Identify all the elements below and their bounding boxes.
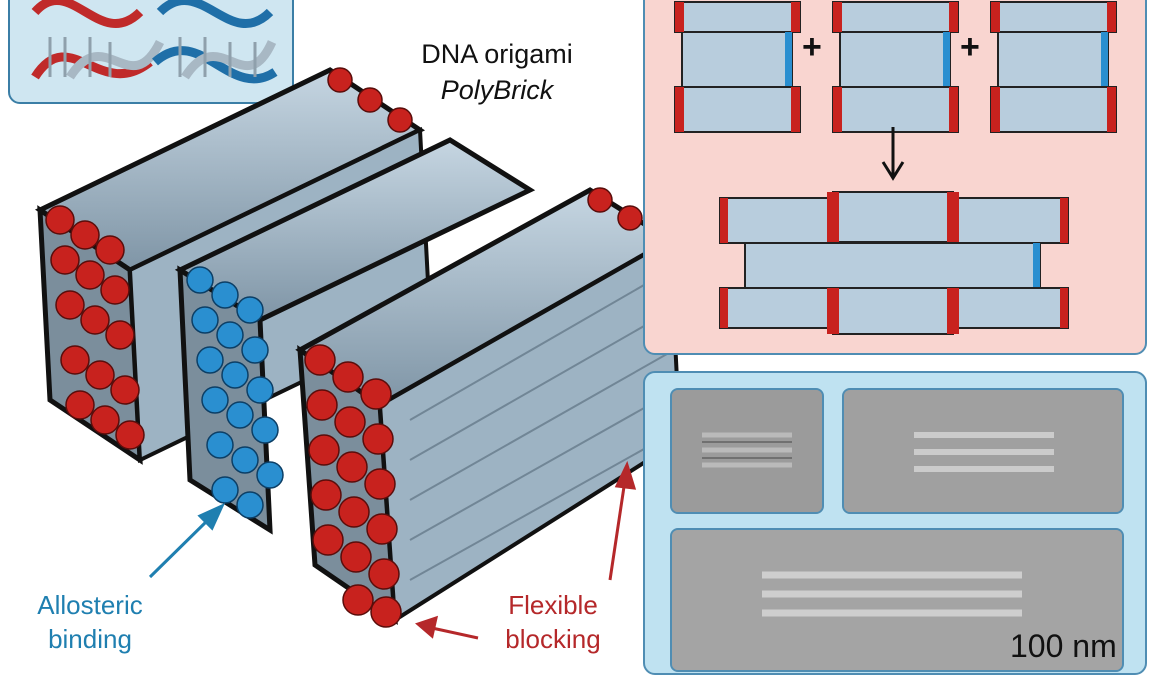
- tem-texture: [844, 390, 1122, 512]
- dna-helix-illustration: [31, 0, 278, 84]
- down-arrow-icon: [881, 127, 905, 181]
- middle-brick: [174, 137, 536, 535]
- assembled-polybrick: [719, 191, 1069, 335]
- allosteric-arrow-icon: [148, 502, 226, 579]
- assembly-schematic: [674, 1, 1117, 335]
- annotation-arrows: [148, 460, 637, 640]
- figure-title: DNA origami PolyBrick: [392, 36, 602, 108]
- polybrick-3d-bundle: [34, 67, 688, 628]
- flexible-label-line1: Flexible: [508, 590, 598, 620]
- flexible-label-line2: blocking: [505, 624, 601, 654]
- flexible-blocking-label: Flexible blocking: [478, 588, 628, 656]
- allosteric-label-line1: Allosteric: [37, 590, 143, 620]
- dna-helix-inset: [8, 0, 294, 104]
- tem-image-single: [670, 388, 824, 514]
- allosteric-label-line2: binding: [48, 624, 132, 654]
- allosteric-binding-label: Allosteric binding: [10, 588, 170, 656]
- flexible-arrow-up-icon: [608, 460, 637, 581]
- right-brick: [295, 187, 688, 628]
- tem-texture: [672, 390, 822, 512]
- title-line-dna-origami: DNA origami: [421, 39, 573, 69]
- assembly-panel: + +: [643, 0, 1147, 355]
- tem-image-dimer: [842, 388, 1124, 514]
- flexible-arrow-left-icon: [415, 615, 479, 640]
- plus-sign-2: +: [960, 28, 980, 66]
- plus-sign-1: +: [802, 28, 822, 66]
- title-line-polybrick: PolyBrick: [440, 75, 554, 105]
- tem-texture: [672, 530, 1122, 670]
- input-bricks: [674, 1, 1117, 133]
